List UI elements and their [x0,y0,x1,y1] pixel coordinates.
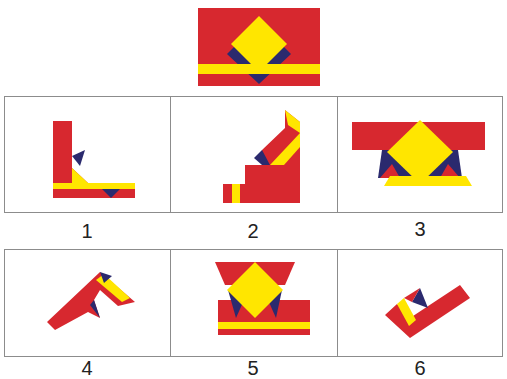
callout-number: 5 [233,358,273,378]
callout-number: 3 [400,219,440,239]
piece-shape [223,110,300,203]
piece-shape [47,272,135,330]
yellow-part [270,133,300,165]
navy-part [90,300,100,318]
callout-number: 4 [67,358,107,378]
piece-shape [385,285,470,338]
yellow-diamond [387,120,453,184]
piece-shape [352,120,485,186]
navy-part [102,189,120,198]
yellow-band [232,184,240,203]
yellow-diamond [227,262,283,318]
callout-number: 1 [67,221,107,241]
yellow-diamond [231,16,287,72]
cell-frame [338,250,503,357]
red-part [53,121,135,198]
red-part [380,164,400,178]
callout-number: 6 [400,358,440,378]
target-flag [198,8,320,86]
red-part [47,272,135,330]
yellow-band [53,183,135,189]
yellow-band [218,322,310,329]
callout-number: 2 [233,221,273,241]
yellow-part [72,168,88,183]
navy-part [72,150,85,166]
navy-part [100,272,112,283]
red-part [404,288,420,302]
yellow-band [198,64,320,74]
cell-frame [5,97,171,213]
piece-shape [215,262,310,335]
grid-frames [5,97,503,357]
cell-frame [5,250,171,357]
red-part [385,285,470,338]
piece-shape [53,121,135,198]
yellow-band [96,274,130,302]
navy-part [254,150,270,165]
yellow-part [285,110,300,133]
yellow-band [384,176,472,186]
red-part [223,110,300,203]
navy-part [412,288,428,308]
cell-frame [171,97,338,213]
cell-frame [171,250,338,357]
red-part [440,164,460,178]
flag-ground [198,8,320,86]
cell-frame [338,97,503,213]
